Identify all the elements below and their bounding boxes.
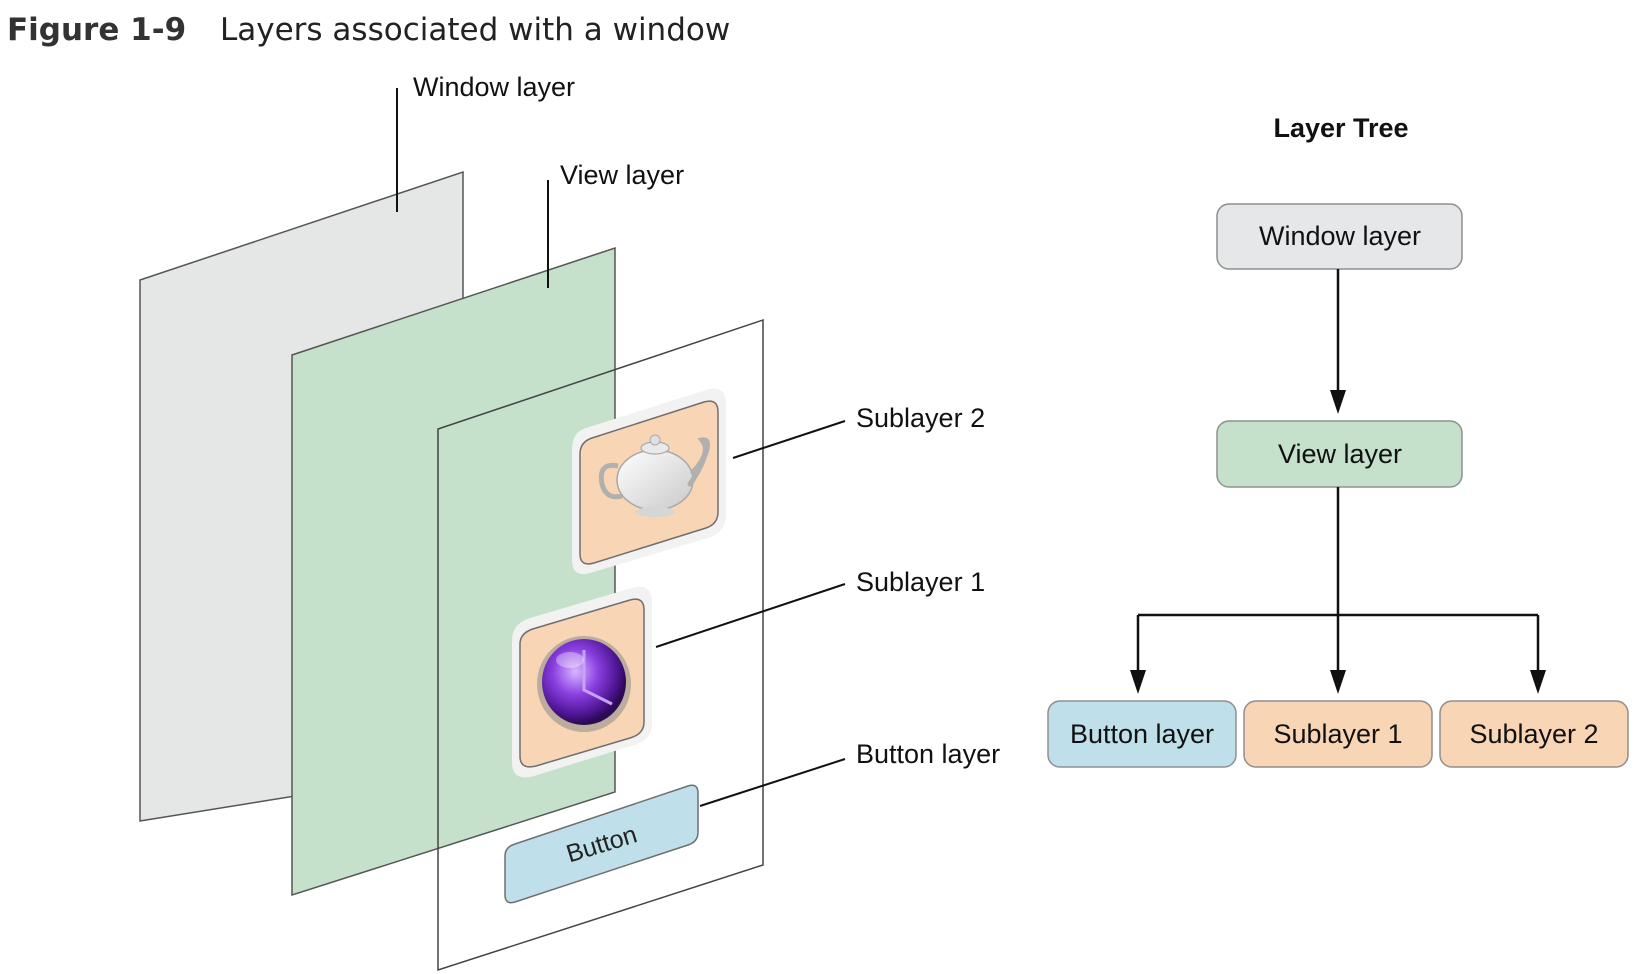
button-layer-shape: Button bbox=[504, 784, 699, 904]
tree-node-sublayer-2: Sublayer 2 bbox=[1439, 700, 1629, 768]
layer-tree-title: Layer Tree bbox=[1273, 113, 1408, 143]
tree-node-sublayer-2-label: Sublayer 2 bbox=[1469, 719, 1598, 749]
window-layer-label: Window layer bbox=[413, 72, 575, 102]
sublayer-2-leader bbox=[732, 420, 846, 459]
arrowhead-sublayer-2 bbox=[1530, 670, 1546, 694]
tree-node-window: Window layer bbox=[1216, 203, 1463, 270]
arrowhead-button bbox=[1130, 670, 1146, 694]
button-layer-label: Button layer bbox=[856, 739, 1000, 769]
sublayer-1-leader bbox=[655, 583, 846, 648]
arrowhead-sublayer-1 bbox=[1330, 670, 1346, 694]
tree-node-button: Button layer bbox=[1047, 700, 1237, 768]
view-layer-plane bbox=[291, 246, 616, 897]
tree-node-window-label: Window layer bbox=[1259, 221, 1421, 251]
button-layer-leader bbox=[699, 758, 846, 807]
figure-number: Figure 1-9 bbox=[7, 12, 186, 48]
tree-node-sublayer-1: Sublayer 1 bbox=[1243, 700, 1433, 768]
orb-icon bbox=[537, 636, 631, 732]
figure-title: Layers associated with a window bbox=[220, 12, 730, 48]
tree-node-sublayer-1-label: Sublayer 1 bbox=[1273, 719, 1402, 749]
content-layer-plane bbox=[437, 318, 764, 972]
tree-node-view: View layer bbox=[1216, 420, 1463, 488]
sublayer-2-tile bbox=[572, 388, 726, 575]
sublayer-1-label: Sublayer 1 bbox=[856, 567, 985, 597]
sublayer-2-label: Sublayer 2 bbox=[856, 403, 985, 433]
sublayer-1-tile bbox=[512, 586, 652, 778]
tree-node-view-label: View layer bbox=[1278, 439, 1402, 469]
tree-connectors bbox=[1136, 269, 1540, 690]
teapot-icon bbox=[598, 434, 710, 517]
arrowhead-view bbox=[1330, 390, 1346, 414]
view-layer-label: View layer bbox=[560, 160, 684, 190]
tree-node-button-label: Button layer bbox=[1070, 719, 1214, 749]
tree-arrowheads bbox=[1130, 390, 1546, 694]
